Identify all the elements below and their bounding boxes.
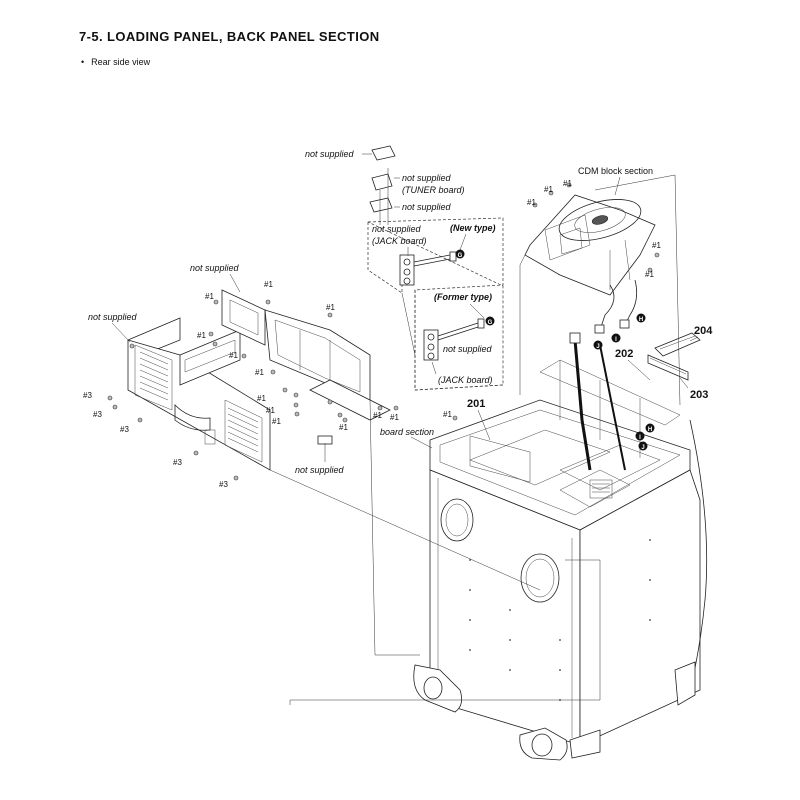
label-not-supplied-top: not supplied xyxy=(305,149,355,159)
screw-ref: #1 xyxy=(390,413,399,422)
screw-ref: #1 xyxy=(257,394,266,403)
screw-ref: #3 xyxy=(93,410,102,419)
part-203 xyxy=(647,354,689,381)
label-jack-former-2: (JACK board) xyxy=(438,375,493,385)
part-number-leaders xyxy=(477,336,699,441)
main-cabinet xyxy=(413,332,708,761)
connector-i-marker xyxy=(635,431,645,441)
assembly-leaders xyxy=(269,168,681,705)
part-204 xyxy=(654,332,701,357)
back-panel xyxy=(127,317,271,471)
label-not-supplied-bottom: not supplied xyxy=(295,465,345,475)
part-number-204: 204 xyxy=(694,325,713,337)
screw-ref: #1 xyxy=(255,368,264,377)
subtitle-text: Rear side view xyxy=(91,57,151,67)
label-board-section: board section xyxy=(380,427,434,437)
connector-g-marker xyxy=(485,316,495,326)
tuner-board xyxy=(371,173,393,191)
tuner-boards xyxy=(369,145,396,213)
screw-ref: #3 xyxy=(173,458,182,467)
screw-ref: #3 xyxy=(120,425,129,434)
connector-g-label: G xyxy=(488,320,493,326)
screw-ref: #1 xyxy=(197,331,206,340)
screw-ref: #1 xyxy=(326,303,335,312)
screw-ref: #1 xyxy=(272,417,281,426)
label-former-type: (Former type) xyxy=(434,292,492,302)
port-hole-1 xyxy=(440,498,474,542)
label-cdm-block: CDM block section xyxy=(578,166,653,176)
screw-ref: #1 xyxy=(229,351,238,360)
label-leaders xyxy=(111,153,621,462)
jack-board-former-plate xyxy=(423,329,439,361)
part-number-201: 201 xyxy=(467,398,485,410)
label-jack-former-1: not supplied xyxy=(443,344,493,354)
jack-board-former xyxy=(423,318,485,361)
label-not-supplied-panel: not supplied xyxy=(88,312,138,322)
screw-ref: #1 xyxy=(645,270,654,279)
bracket-top xyxy=(371,145,396,161)
screw-ref: #3 xyxy=(219,480,228,489)
label-jack-new-1: not supplied xyxy=(372,224,422,234)
connector-h-marker xyxy=(645,423,655,433)
screw-ref: #1 xyxy=(443,410,452,419)
label-new-type: (New type) xyxy=(450,223,496,233)
port-hole-2 xyxy=(520,553,560,603)
label-jack-new-2: (JACK board) xyxy=(372,236,427,246)
screw-ref: #1 xyxy=(544,185,553,194)
cdm-block xyxy=(524,194,656,334)
cabinet-side-curve xyxy=(689,419,708,691)
jack-board-new xyxy=(399,251,457,286)
screw-ref: #3 xyxy=(83,391,92,400)
label-not-supplied-small: not supplied xyxy=(402,202,452,212)
label-not-supplied-bracket: not supplied xyxy=(190,263,240,273)
part-number-202: 202 xyxy=(615,348,633,360)
connector-j-marker xyxy=(638,441,648,451)
screw-ref: #1 xyxy=(652,241,661,250)
screw-ref: #1 xyxy=(527,198,536,207)
ribbon-cable xyxy=(573,339,592,471)
connector-g-label: G xyxy=(458,253,463,259)
label-tuner-1: not supplied xyxy=(402,173,452,183)
label-tuner-2: (TUNER board) xyxy=(402,185,465,195)
connector-markers: G G H I J H I J xyxy=(455,249,655,451)
connector-i-label: I xyxy=(615,337,617,343)
screw-labels: #1 #1 #1 #1 #1 #1 #1 #1 #1 #1 #1 #1 #1 #… xyxy=(83,179,661,489)
part-204-203 xyxy=(647,332,701,381)
foot-right xyxy=(674,661,696,706)
small-part xyxy=(317,435,333,445)
screw-ref: #1 xyxy=(373,411,382,420)
jack-board-new-plate xyxy=(399,254,415,286)
connector-h-label: H xyxy=(648,427,652,433)
connector-j-label: J xyxy=(596,344,599,350)
connector-j-label: J xyxy=(641,445,644,451)
subtitle: • Rear side view xyxy=(81,57,150,67)
connector-i-label: I xyxy=(639,435,641,441)
connector-i-marker xyxy=(611,333,621,343)
cabinet-right-face xyxy=(579,469,701,746)
connector-g-marker xyxy=(455,249,465,259)
part-number-203: 203 xyxy=(690,389,708,401)
screw-ref: #1 xyxy=(563,179,572,188)
small-bracket xyxy=(221,289,266,346)
screw-ref: #1 xyxy=(339,423,348,432)
screws xyxy=(107,182,660,481)
screw-ref: #1 xyxy=(205,292,214,301)
subtitle-bullet: • xyxy=(81,57,85,67)
connector-j-marker xyxy=(593,340,603,350)
small-plate xyxy=(369,197,393,213)
connector-h-label: H xyxy=(639,317,643,323)
foot-front xyxy=(519,727,568,761)
back-panel-plate xyxy=(127,339,271,471)
screw-ref: #1 xyxy=(266,406,275,415)
connector-h-marker xyxy=(636,313,646,323)
page-title: 7-5. LOADING PANEL, BACK PANEL SECTION xyxy=(79,29,380,44)
screw-ref: #1 xyxy=(264,280,273,289)
